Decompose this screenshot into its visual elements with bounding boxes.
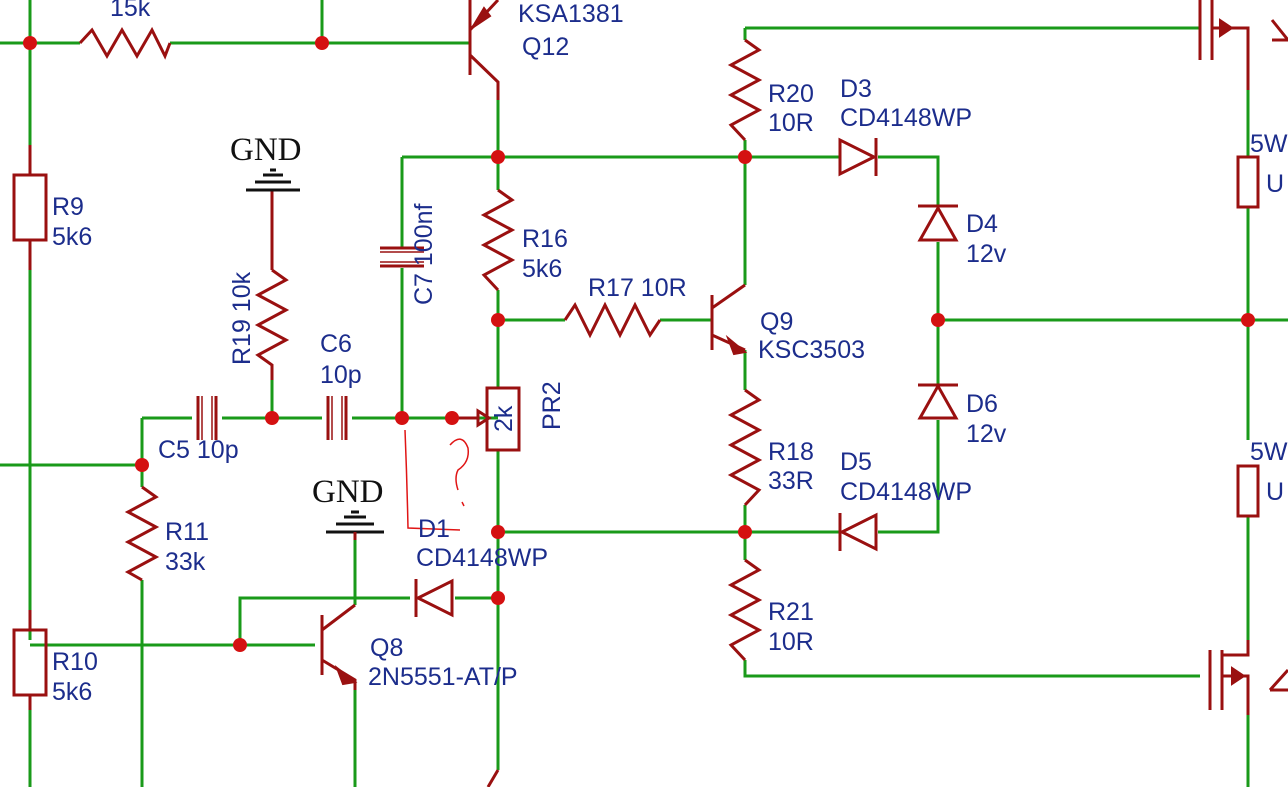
capacitor-c7 — [380, 246, 424, 268]
label-r9-ref: R9 — [52, 193, 84, 221]
label-r18-ref: R18 — [768, 438, 814, 466]
label-q8-part: 2N5551-AT/P — [368, 663, 518, 691]
resistor-r11 — [124, 485, 160, 582]
ground-symbol-2 — [326, 510, 384, 540]
potentiometer-pr2 — [458, 386, 521, 452]
capacitor-c5 — [196, 396, 218, 440]
label-d4-val: 12v — [966, 240, 1007, 268]
label-r21-ref: R21 — [768, 598, 814, 626]
label-q9-ref: Q9 — [760, 308, 793, 336]
label-q12-ref: Q12 — [522, 33, 569, 61]
label-q12-part: KSA1381 — [518, 0, 624, 28]
label-d4-ref: D4 — [966, 210, 998, 238]
label-5w-b: 5W — [1250, 438, 1288, 466]
label-d1-ref: D1 — [418, 515, 450, 543]
label-r19: R19 10k — [228, 271, 256, 365]
diode-d5 — [838, 512, 878, 552]
label-d1-part: CD4148WP — [416, 544, 548, 572]
label-d5-ref: D5 — [840, 448, 872, 476]
resistor-r10 — [12, 610, 48, 710]
resistor-r20 — [727, 38, 763, 142]
label-c6-ref: C6 — [320, 330, 352, 358]
resistor-r16 — [480, 188, 516, 292]
label-r16-ref: R16 — [522, 225, 568, 253]
diode-d3 — [838, 137, 878, 177]
label-q8-ref: Q8 — [370, 634, 403, 662]
label-d6-val: 12v — [966, 420, 1007, 448]
label-5w-a: 5W — [1250, 130, 1288, 158]
mosfet-top-right — [1198, 0, 1288, 90]
label-r17: R17 10R — [588, 274, 687, 302]
label-r16-val: 5k6 — [522, 255, 562, 283]
label-d3-ref: D3 — [840, 75, 872, 103]
label-pr2-ref: PR2 — [538, 381, 566, 430]
diode-d6 — [917, 382, 959, 420]
resistor-5w-bottom — [1236, 464, 1260, 518]
label-5w-a-sub: U — [1266, 170, 1284, 198]
label-r9-val: 5k6 — [52, 223, 92, 251]
label-r21-val: 10R — [768, 628, 814, 656]
resistor-5w-top — [1236, 155, 1260, 209]
junctions — [23, 36, 1255, 652]
resistor-r18 — [727, 388, 763, 507]
label-pr2-val: 2k — [490, 405, 518, 432]
label-r10-val: 5k6 — [52, 678, 92, 706]
label-gnd-1: GND — [230, 132, 302, 168]
diode-d1 — [414, 578, 454, 618]
label-r18-val: 33R — [768, 467, 814, 495]
label-r10-ref: R10 — [52, 648, 98, 676]
label-gnd-2: GND — [312, 474, 384, 510]
resistor-r17 — [563, 301, 662, 339]
label-c6-val: 10p — [320, 361, 362, 389]
diode-d4 — [917, 204, 959, 242]
label-q9-part: KSC3503 — [758, 336, 865, 364]
label-r20-ref: R20 — [768, 80, 814, 108]
label-5w-b-sub: U — [1266, 478, 1284, 506]
capacitor-c6 — [326, 396, 348, 440]
label-d6-ref: D6 — [966, 390, 998, 418]
label-r20-val: 10R — [768, 109, 814, 137]
ground-symbol-1 — [246, 168, 300, 192]
label-r11-ref: R11 — [165, 518, 209, 546]
labels: 15k KSA1381 Q12 R9 5k6 R10 5k6 GND GND R… — [52, 0, 1288, 706]
resistor-r21 — [727, 558, 763, 662]
handwritten-annotation — [404, 429, 470, 531]
resistor-15k — [78, 26, 172, 60]
label-d3-part: CD4148WP — [840, 104, 972, 132]
label-c5: C5 10p — [158, 436, 239, 464]
label-r11-val: 33k — [165, 548, 206, 576]
label-c7: C7 100nf — [410, 203, 438, 305]
bottom-stubs — [486, 769, 500, 787]
mosfet-bottom-right — [1208, 640, 1288, 715]
resistor-r9 — [12, 145, 48, 270]
transistor-q12 — [468, 0, 500, 100]
transistor-q9 — [710, 283, 748, 356]
transistor-q8 — [320, 603, 358, 690]
label-d5-part: CD4148WP — [840, 478, 972, 506]
label-r-top: 15k — [110, 0, 151, 22]
resistor-r19 — [254, 190, 290, 380]
